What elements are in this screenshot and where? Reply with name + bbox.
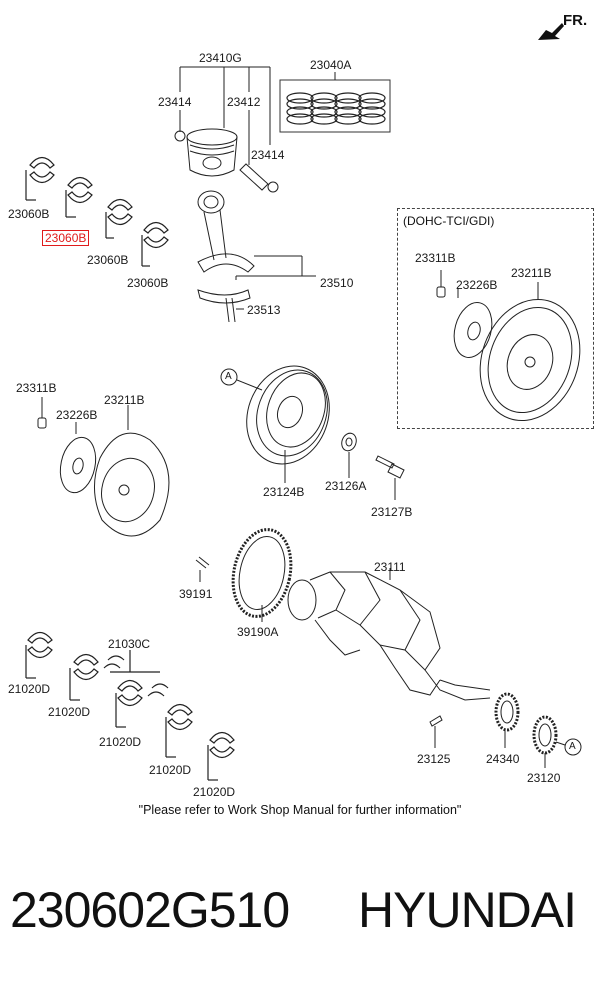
front-arrow-icon	[538, 23, 564, 40]
label-dowel-pin[interactable]: 39191	[179, 587, 213, 601]
flex-plate	[37, 397, 170, 537]
main-bearing-shells	[25, 631, 235, 781]
label-woodruff-key[interactable]: 23125	[417, 752, 451, 766]
label-variant-spacer[interactable]: 23226B	[456, 278, 498, 292]
connecting-rod	[197, 190, 316, 323]
label-spacer[interactable]: 23226B	[56, 408, 98, 422]
variant-label: (DOHC-TCI/GDI)	[403, 214, 495, 228]
label-bolt[interactable]: 23311B	[16, 381, 57, 395]
label-bearing-1[interactable]: 23060B	[8, 207, 50, 221]
brand-title: HYUNDAI	[358, 882, 577, 938]
callout-a-pulley-letter: A	[225, 371, 232, 382]
pulley-bolt	[375, 455, 405, 500]
label-ring-gear[interactable]: 39190A	[237, 625, 279, 639]
part-number-title: 230602G510	[10, 882, 290, 938]
piston	[174, 128, 279, 193]
callout-a-pulley	[220, 368, 263, 391]
label-bearing-3[interactable]: 23060B	[87, 253, 129, 267]
callout-a-gear-letter: A	[569, 741, 576, 752]
washer	[341, 432, 357, 478]
label-snap-ring-left[interactable]: 23414	[158, 95, 192, 109]
conrod-bearing-shells	[25, 156, 169, 267]
crank-pulley	[246, 365, 330, 483]
label-connecting-rod[interactable]: 23510	[320, 276, 354, 290]
label-bearing-4[interactable]: 23060B	[127, 276, 169, 290]
label-piston-pin[interactable]: 23412	[227, 95, 261, 109]
label-pulley-bolt[interactable]: 23127B	[371, 505, 413, 519]
label-sensor-wheel[interactable]: 23120	[527, 771, 561, 785]
piston-leaders	[179, 66, 271, 165]
label-variant-flex-plate[interactable]: 23211B	[511, 266, 552, 280]
piston-ring-set	[279, 72, 391, 133]
label-bearing-highlighted[interactable]: 23060B	[42, 230, 90, 246]
ring-gear	[231, 528, 293, 622]
label-main-bearing-1[interactable]: 21020D	[8, 682, 51, 696]
label-crankshaft[interactable]: 23111	[374, 560, 406, 574]
label-washer[interactable]: 23126A	[325, 479, 367, 493]
sensor-wheel	[532, 715, 558, 768]
label-timing-sprocket[interactable]: 24340	[486, 752, 520, 766]
label-main-bearing-4[interactable]: 21020D	[149, 763, 192, 777]
label-main-bearing-3[interactable]: 21020D	[99, 735, 142, 749]
callout-a-gear	[555, 738, 582, 756]
thrust-washers	[103, 650, 169, 697]
label-ring-set[interactable]: 23040A	[310, 58, 352, 72]
label-conrod-bolt[interactable]: 23513	[247, 303, 281, 317]
crankshaft	[287, 568, 491, 701]
label-crank-pulley[interactable]: 23124B	[263, 485, 305, 499]
workshop-note: "Please refer to Work Shop Manual for fu…	[138, 803, 462, 817]
label-variant-bolt[interactable]: 23311B	[415, 251, 456, 265]
label-flex-plate[interactable]: 23211B	[104, 393, 145, 407]
front-direction-label: FR.	[563, 12, 588, 29]
label-main-bearing-5[interactable]: 21020D	[193, 785, 236, 799]
variant-flex-plate	[436, 270, 581, 422]
label-snap-ring-right[interactable]: 23414	[251, 148, 285, 162]
label-thrust-washer[interactable]: 21030C	[108, 637, 151, 651]
timing-sprocket	[494, 692, 520, 748]
woodruff-key	[429, 715, 443, 748]
variant-section-box: (DOHC-TCI/GDI)	[397, 208, 594, 429]
dowel-pin	[195, 556, 210, 582]
label-main-bearing-2[interactable]: 21020D	[48, 705, 91, 719]
label-piston[interactable]: 23410G	[199, 51, 242, 65]
